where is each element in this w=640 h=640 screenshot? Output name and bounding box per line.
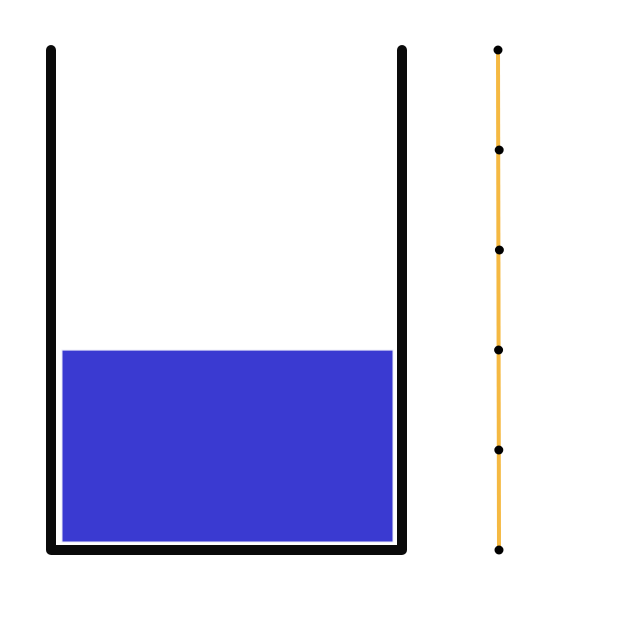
scale-tick-dot [494,445,504,455]
scale-rod [496,49,501,551]
scale-tick-dot [494,545,504,555]
liquid-fill [61,349,394,543]
beaker-walls [46,45,407,555]
measuring-scale [493,45,504,555]
scale-tick-dot [493,45,503,55]
scale-tick-dot [494,345,504,355]
beaker [46,45,407,555]
scale-tick-dot [494,245,504,255]
scale-tick-dot [494,145,504,155]
